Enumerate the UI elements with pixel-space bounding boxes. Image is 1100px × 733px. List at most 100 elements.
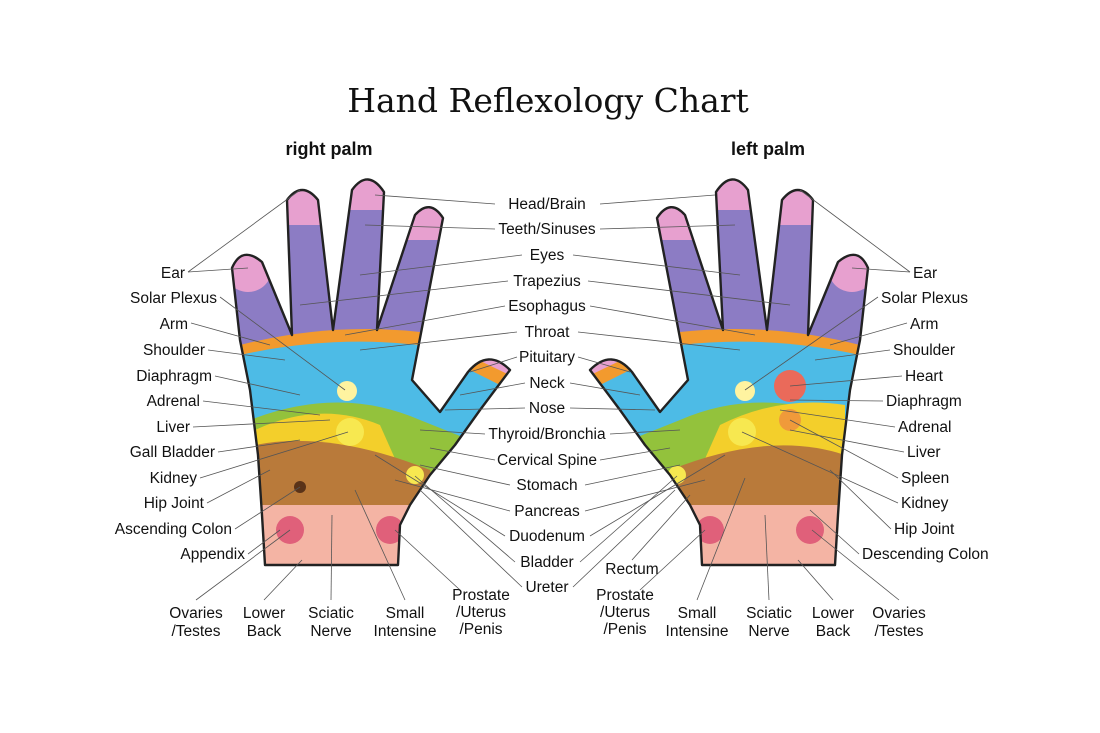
label-diaphragm: Diaphragm (886, 393, 962, 410)
chart-title: Hand Reflexology Chart (347, 81, 749, 120)
leader-line (187, 189, 301, 273)
label-sciatic-nerve: Sciatic (746, 605, 792, 622)
label-heart: Heart (905, 368, 944, 385)
leader-line (354, 489, 406, 601)
kidney-spot (336, 418, 364, 446)
leader-line (829, 322, 908, 346)
leader-line (744, 296, 879, 391)
label-sciatic-nerve: Sciatic (308, 605, 354, 622)
label-lower-back: Lower (243, 605, 285, 622)
label-duodenum: Duodenum (509, 528, 585, 545)
leader-line (414, 475, 516, 563)
left-palm-label: left palm (731, 139, 805, 159)
label-solar-plexus: Solar Plexus (130, 290, 217, 307)
label-small-intensine: Small (678, 605, 717, 622)
leader-line (811, 529, 900, 601)
label-ear: Ear (913, 265, 937, 282)
center-labels: Head/Brain Teeth/Sinuses Eyes Trapezius … (488, 196, 606, 596)
left-palm-outline (588, 178, 870, 567)
leader-line (394, 529, 461, 591)
label-prostate: /Uterus (600, 604, 650, 621)
label-liver: Liver (156, 419, 190, 436)
leader-line (202, 400, 321, 416)
label-head-brain: Head/Brain (508, 196, 586, 213)
solar-plexus-spot (735, 381, 755, 401)
label-teeth-sinuses: Teeth/Sinuses (498, 221, 596, 238)
leader-line (195, 529, 291, 601)
right-palm-illustration (230, 178, 512, 567)
label-ovaries-testes: Ovaries (169, 605, 223, 622)
label-sciatic-nerve: Nerve (748, 623, 789, 640)
leader-line (584, 479, 706, 512)
leader-line (631, 494, 691, 561)
label-sciatic-nerve: Nerve (310, 623, 351, 640)
solar-plexus-spot (337, 381, 357, 401)
leader-line (789, 399, 884, 402)
label-prostate: /Uterus (456, 604, 506, 621)
label-neck: Neck (529, 375, 565, 392)
leader-line (330, 514, 333, 601)
label-stomach: Stomach (516, 477, 577, 494)
label-thyroid-bronchia: Thyroid/Bronchia (488, 426, 606, 443)
leader-line (572, 489, 676, 588)
label-prostate: /Penis (603, 621, 646, 638)
leader-line (577, 331, 741, 351)
leader-line (589, 454, 726, 537)
label-prostate: Prostate (452, 587, 510, 604)
label-nose: Nose (529, 400, 565, 417)
leader-line (797, 559, 834, 601)
label-trapezius: Trapezius (513, 273, 581, 290)
label-cervical-spine: Cervical Spine (497, 452, 597, 469)
label-lower-back: Back (247, 623, 282, 640)
label-adrenal: Adrenal (147, 393, 200, 410)
label-prostate: /Penis (459, 621, 502, 638)
leader-line (789, 429, 905, 453)
leader-line (364, 224, 496, 230)
leader-line (587, 280, 791, 306)
leader-line (789, 419, 899, 479)
label-kidney: Kidney (150, 470, 198, 487)
right-palm-bottom-labels: Ovaries /Testes Lower Back Sciatic Nerve… (169, 587, 510, 640)
right-palm-side-labels: Ear Solar Plexus Arm Shoulder Diaphragm … (115, 265, 245, 563)
leader-line (599, 224, 736, 230)
leader-line (851, 267, 911, 273)
leader-line (429, 447, 496, 461)
label-small-intensine: Intensine (374, 623, 437, 640)
leader-line (579, 475, 678, 563)
label-shoulder: Shoulder (893, 342, 955, 359)
leader-line (207, 349, 286, 361)
leader-line (359, 331, 518, 351)
leader-line (609, 429, 681, 435)
label-ureter: Ureter (525, 579, 568, 596)
leader-line (187, 267, 249, 273)
label-ovaries-testes: /Testes (874, 623, 923, 640)
leader-line (247, 529, 281, 555)
leader-line (344, 305, 506, 336)
leader-line (764, 514, 770, 601)
ovaries-spot (796, 516, 824, 544)
leader-line (799, 189, 911, 273)
leader-line (374, 194, 496, 205)
leader-line (192, 419, 331, 428)
label-bladder: Bladder (520, 554, 573, 571)
leader-line (219, 296, 346, 391)
label-ear: Ear (161, 265, 185, 282)
label-ascending-colon: Ascending Colon (115, 521, 232, 538)
leader-line (419, 489, 523, 588)
leader-line (459, 382, 526, 396)
left-palm-illustration (588, 178, 870, 567)
leader-line (419, 464, 511, 486)
leader-line (584, 464, 681, 486)
label-small-intensine: Intensine (666, 623, 729, 640)
leader-line (234, 486, 301, 530)
right-palm-label: right palm (285, 139, 372, 159)
leader-line (572, 254, 741, 276)
label-pancreas: Pancreas (514, 503, 580, 520)
label-arm: Arm (160, 316, 188, 333)
leader-line (696, 477, 746, 601)
label-lower-back: Lower (812, 605, 854, 622)
label-lower-back: Back (816, 623, 851, 640)
left-palm-bottom-labels: Prostate /Uterus /Penis Small Intensine … (596, 587, 926, 640)
leader-line (199, 431, 349, 479)
right-palm-outline (230, 178, 512, 567)
